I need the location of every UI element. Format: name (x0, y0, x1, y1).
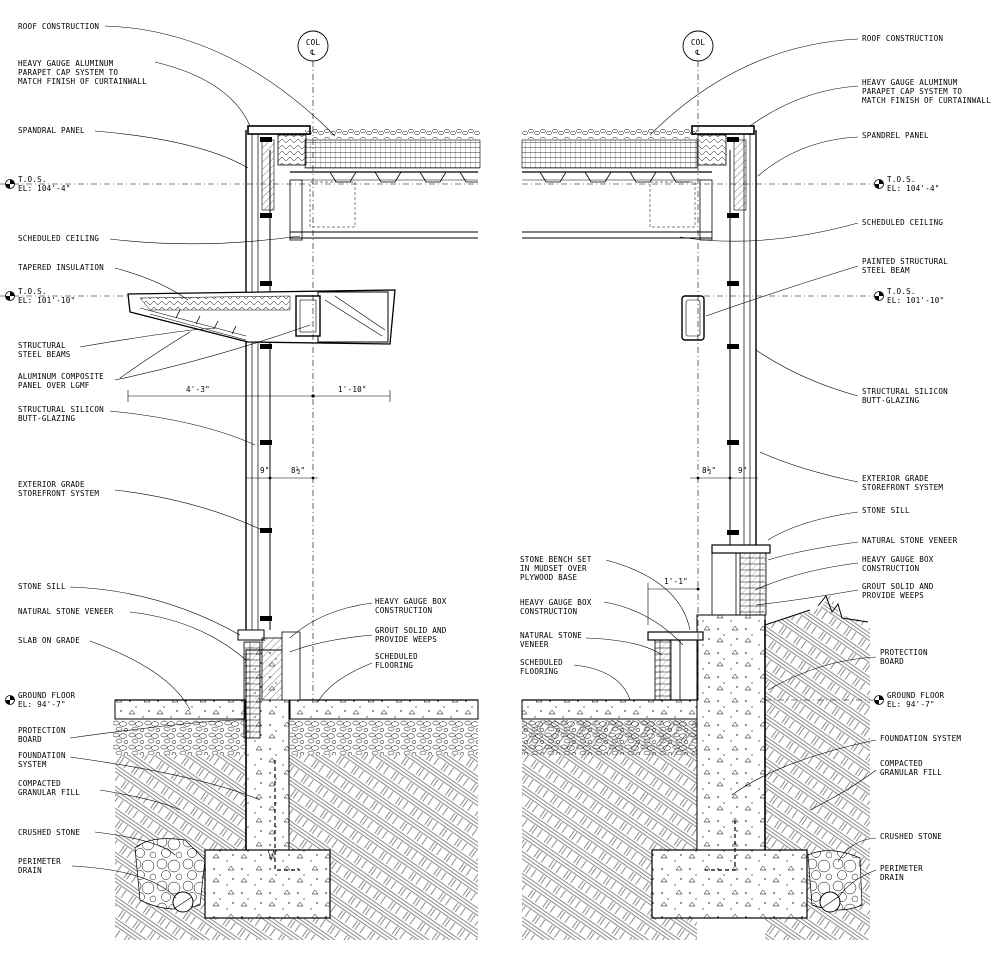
svg-text:EL: 104'-4": EL: 104'-4" (18, 184, 71, 193)
right-col-marker: COL ℄ (682, 30, 714, 700)
right-roof (521, 129, 713, 241)
label: NATURAL STONE VENEER (862, 536, 958, 545)
left-slab (114, 699, 479, 720)
right-slab (521, 699, 698, 720)
left-dim-offset: 8½" (291, 466, 305, 475)
right-col-bubble-top: COL (691, 38, 706, 47)
right-leaders (573, 38, 877, 899)
left-dimensions: 4'-3" 1'-10" 9" 8½" (127, 385, 391, 480)
elevation-marker: GROUND FLOOR EL: 94'-7" (874, 691, 944, 709)
right-col-bubble-bottom: ℄ (694, 48, 701, 57)
svg-text:T.O.S.: T.O.S. (887, 287, 916, 296)
svg-text:EL: 94'-7": EL: 94'-7" (18, 700, 66, 709)
svg-text:EL: 94'-7": EL: 94'-7" (887, 700, 935, 709)
label: CRUSHED STONE (880, 832, 942, 841)
label: NATURAL STONE VENEER (18, 607, 114, 616)
right-section: COL ℄ 1'-1" 8½" 9" T.O.S. EL: 104'- (520, 30, 991, 940)
right-dim-bench: 1'-1" (664, 577, 688, 586)
elevation-marker: T.O.S. EL: 104'-4" (5, 175, 71, 193)
label: SLAB ON GRADE (18, 636, 80, 645)
right-bench (647, 544, 771, 701)
left-stone-veneer (237, 629, 301, 739)
left-perimeter-drain (172, 891, 194, 913)
left-col-marker: COL ℄ (297, 30, 329, 700)
svg-text:T.O.S.: T.O.S. (18, 287, 47, 296)
right-perimeter-drain (819, 891, 841, 913)
label: TAPERED INSULATION (18, 263, 104, 272)
svg-text:GROUND FLOOR: GROUND FLOOR (18, 691, 75, 700)
left-dim-mullion: 9" (260, 466, 270, 475)
label: SCHEDULED CEILING (18, 234, 99, 243)
right-dim-mullion: 9" (738, 466, 748, 475)
right-foundation (651, 614, 808, 919)
elevation-marker: GROUND FLOOR EL: 94'-7" (5, 691, 75, 709)
svg-text:T.O.S.: T.O.S. (887, 175, 916, 184)
label: CRUSHED STONE (18, 828, 80, 837)
right-curtainwall (681, 125, 757, 545)
label: SCHEDULED CEILING (862, 218, 943, 227)
label: SPANDREL PANEL (862, 131, 929, 140)
left-section: COL ℄ 4'-3" 1'-10" 9" 8½" T.O.S. (0, 22, 481, 940)
right-dimensions: 1'-1" 8½" 9" (647, 466, 758, 625)
svg-text:GROUND FLOOR: GROUND FLOOR (887, 691, 944, 700)
right-dim-offset: 8½" (702, 466, 716, 475)
left-leaders (69, 25, 373, 899)
label: STONE SILL (862, 506, 910, 515)
left-col-bubble-top: COL (306, 38, 321, 47)
left-dim-col: 1'-10" (338, 385, 367, 394)
elevation-marker: T.O.S. EL: 104'-4" (874, 175, 940, 193)
left-curtainwall (245, 125, 311, 630)
elevation-marker: T.O.S. EL: 101'-10" (5, 287, 75, 305)
svg-text:EL: 101'-10": EL: 101'-10" (887, 296, 944, 305)
left-elevation-markers: T.O.S. EL: 104'-4" T.O.S. EL: 101'-10" G… (0, 175, 478, 709)
label: FOUNDATION SYSTEM (880, 734, 961, 743)
svg-text:EL: 104'-4": EL: 104'-4" (887, 184, 940, 193)
svg-text:EL: 101'-10": EL: 101'-10" (18, 296, 75, 305)
left-roof (289, 129, 481, 241)
label: SPANDRAL PANEL (18, 126, 85, 135)
label: ROOF CONSTRUCTION (18, 22, 99, 31)
right-elevation-markers: T.O.S. EL: 104'-4" T.O.S. EL: 101'-10" G… (522, 175, 944, 709)
label: ROOF CONSTRUCTION (862, 34, 943, 43)
left-col-bubble-bottom: ℄ (309, 48, 316, 57)
left-canopy (127, 289, 396, 345)
label: STONE SILL (18, 582, 66, 591)
svg-text:T.O.S.: T.O.S. (18, 175, 47, 184)
elevation-marker: T.O.S. EL: 101'-10" (874, 287, 944, 305)
left-dim-canopy: 4'-3" (186, 385, 210, 394)
